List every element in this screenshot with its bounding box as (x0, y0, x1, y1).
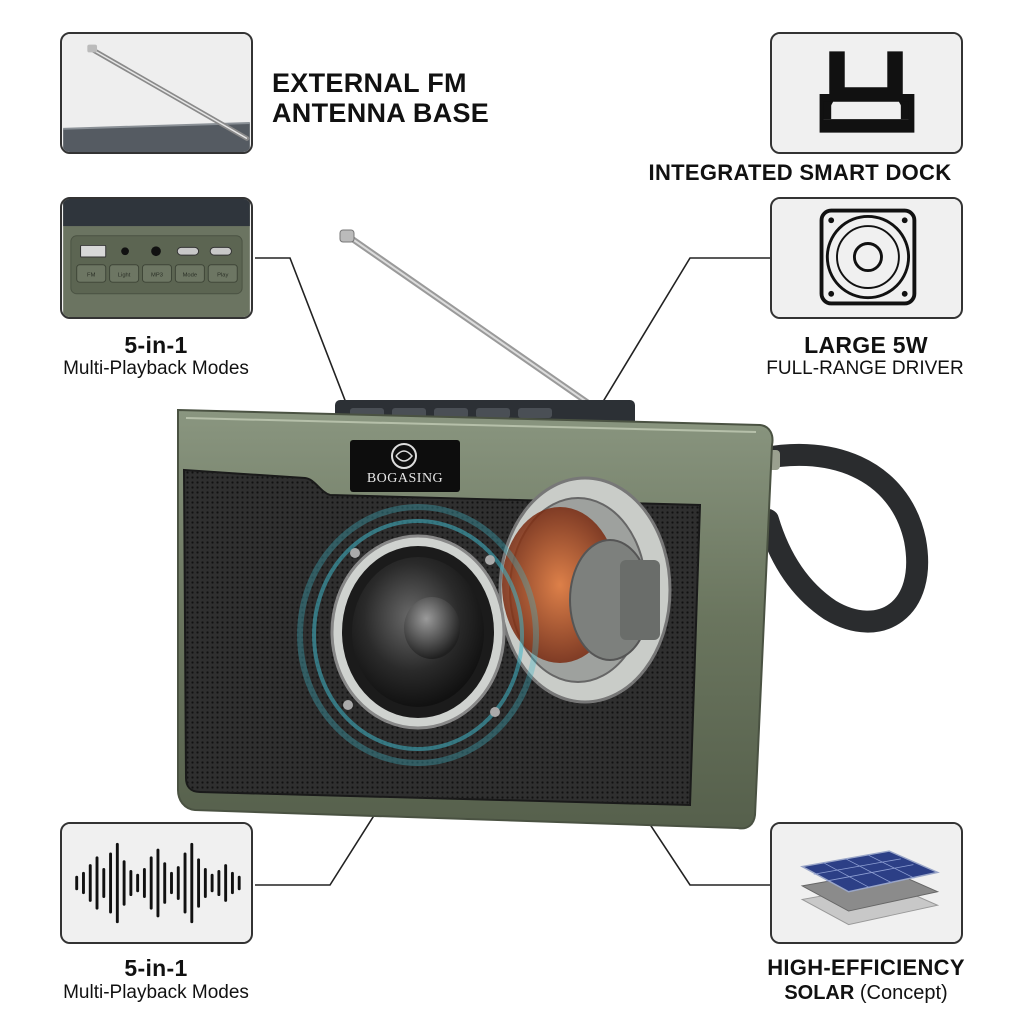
panel-button-label-2: MP3 (151, 272, 163, 278)
modes-bottom-subtitle: Multi-Playback Modes (63, 982, 249, 1003)
panel-button-label-4: Play (217, 272, 228, 278)
telescopic-antenna (339, 229, 623, 428)
antenna-card (60, 32, 253, 154)
modes-top-title: 5-in-1 (124, 332, 188, 358)
solar-card (770, 822, 963, 944)
brand-plate (350, 440, 460, 492)
modes-top-subtitle: Multi-Playback Modes (63, 358, 249, 379)
rear-driver-exploded (498, 476, 672, 704)
modes-top-card: FM Light MP3 Mode Play (60, 197, 253, 319)
dock-title: INTEGRATED SMART DOCK (648, 160, 952, 185)
panel-button-label-0: FM (87, 272, 96, 278)
modes-bottom-title: 5-in-1 (124, 955, 188, 981)
brand-logo-icon (391, 443, 417, 469)
port-panel-icon: FM Light MP3 Mode Play (63, 199, 250, 317)
panel-button-label-3: Mode (183, 272, 198, 278)
speaker-icon (773, 199, 960, 317)
solar-title-line2: SOLAR (Concept) (756, 982, 976, 1005)
solar-title2: SOLAR (784, 982, 855, 1004)
brand-name: BOGASING (366, 471, 444, 486)
carry-strap (737, 444, 929, 633)
panel-button-label-1: Light (118, 272, 131, 278)
driver-card (770, 197, 963, 319)
solar-panel-icon (773, 824, 960, 942)
front-woofer (330, 534, 506, 730)
antenna-title-line2: ANTENNA BASE (272, 98, 490, 128)
sound-wave-rings (297, 504, 539, 766)
modes-bottom-card (60, 822, 253, 944)
solar-note: (Concept) (859, 982, 948, 1004)
driver-title: LARGE 5W (804, 332, 928, 358)
dock-card (770, 32, 963, 154)
driver-subtitle: FULL-RANGE DRIVER (766, 358, 964, 379)
soundwave-icon (63, 824, 250, 942)
dock-icon (773, 34, 960, 152)
antenna-icon (63, 34, 250, 152)
solar-title: HIGH-EFFICIENCY (767, 955, 965, 980)
antenna-title-line1: EXTERNAL FM (272, 68, 467, 98)
radio-speaker-illustration (177, 229, 929, 830)
